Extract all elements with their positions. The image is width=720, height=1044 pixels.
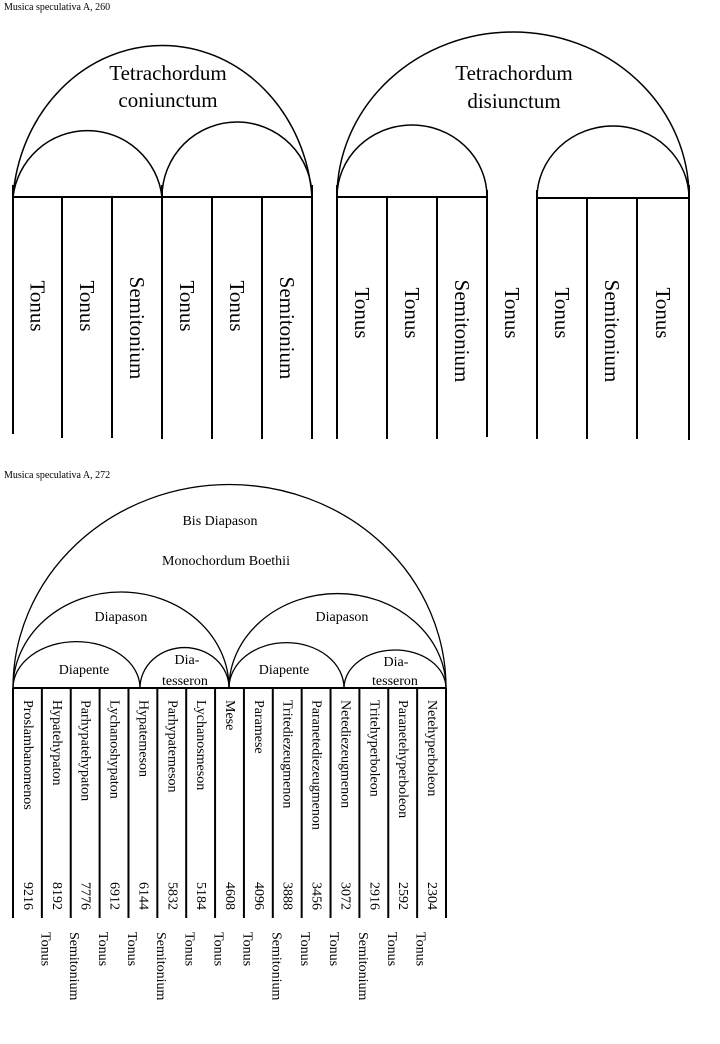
diapason-label-2: Diapason: [316, 610, 369, 625]
interval-label: Tonus: [95, 932, 110, 966]
interval-label: Tonus: [75, 280, 99, 331]
string-name: Tritediezeugmenon: [280, 700, 295, 808]
interval-label: Semitonium: [125, 277, 149, 380]
big-arc: [12, 44, 313, 198]
string-name: Paranetediezeugmenon: [309, 700, 324, 830]
string-ratio: 2916: [366, 882, 381, 910]
diapente-arc-2: [228, 642, 345, 689]
diatesseron-arc-2: [343, 649, 447, 689]
string-name: Lychanosmeson: [193, 700, 208, 790]
coniunctum-interval-labels: Tonus Tonus Semitonium Tonus Tonus Semitonium: [26, 277, 300, 380]
string-name: Paramese: [251, 700, 266, 754]
string-name: Parhypatehypaton: [78, 700, 93, 801]
disiunctum-interval-labels: Tonus Tonus Semitonium Tonus Tonus Semitonium…: [350, 280, 675, 383]
string-ratio: 3456: [309, 882, 324, 910]
figure1-caption: Musica speculativa A, 260: [4, 2, 111, 13]
string-ratio: 2592: [395, 882, 410, 910]
interval-label: Tonus: [413, 932, 428, 966]
interval-label: Tonus: [26, 280, 50, 331]
big-arc: [336, 31, 690, 198]
interval-label: Tonus: [211, 932, 226, 966]
interval-label: Semitonium: [355, 932, 370, 1001]
string-ratio: 9216: [20, 882, 35, 910]
interval-label: Tonus: [175, 280, 199, 331]
coniunctum-title-line1: Tetrachordum: [109, 61, 226, 85]
string-name: Netediezeugmenon: [337, 700, 352, 808]
diapente-arc-1: [12, 641, 141, 689]
bis-diapason-arc: [12, 483, 447, 689]
string-name: Mese: [222, 700, 237, 730]
disiunctum-title-line2: disiunctum: [467, 89, 560, 113]
diapente-label-1: Diapente: [59, 663, 110, 678]
interval-label: Tonus: [500, 287, 524, 338]
interval-label: Tonus: [124, 932, 139, 966]
small-arc-1: [336, 124, 488, 198]
disiunctum-title-line1: Tetrachordum: [455, 61, 572, 85]
coniunctum-title-line2: coniunctum: [118, 88, 217, 112]
string-ratio: 3888: [280, 882, 295, 910]
diapason-arc-2: [228, 592, 447, 689]
string-name: Hypatehypaton: [49, 700, 64, 786]
small-arc-2: [536, 125, 690, 199]
diapason-label-1: Diapason: [95, 610, 148, 625]
interval-label: Tonus: [350, 287, 374, 338]
tetrachordum-coniunctum: [12, 44, 313, 439]
string-name: Netehyperboleon: [424, 700, 439, 796]
string-ratio: 5184: [193, 882, 208, 910]
interval-label: Tonus: [384, 932, 399, 966]
diatesseron-label-2a: Dia-: [384, 655, 409, 670]
string-name: Tritehyperboleon: [366, 700, 381, 797]
interval-label: Tonus: [297, 932, 312, 966]
monochord-strings: Proslambanomenos 9216 Hypatehypaton 8192 Par…: [12, 688, 447, 918]
string-name: Paranetehyperboleon: [395, 700, 410, 818]
diatesseron-label-2b: tesseron: [372, 674, 418, 689]
interval-label: Semitonium: [268, 932, 283, 1001]
string-name: Parhypatemeson: [164, 700, 179, 793]
string-name: Proslambanomenos: [20, 700, 35, 810]
monochord-interval-labels: Tonus Semitonium Tonus Tonus Semitonium Tonus…: [37, 932, 427, 1001]
small-arc-1: [12, 129, 163, 198]
interval-label: Semitonium: [450, 280, 474, 383]
string-name: Lychanoshypaton: [107, 700, 122, 799]
small-arc-2: [161, 121, 313, 198]
tetrachordum-disiunctum: [336, 31, 690, 440]
string-ratio: 5832: [164, 882, 179, 910]
diatesseron-arc-1: [139, 646, 230, 689]
interval-label: Semitonium: [66, 932, 81, 1001]
string-ratio: 2304: [424, 882, 439, 910]
string-ratio: 4608: [222, 882, 237, 910]
diapason-arc-1: [12, 591, 230, 689]
interval-label: Tonus: [651, 287, 675, 338]
monochordum-title: Monochordum Boethii: [162, 554, 290, 569]
interval-label: Semitonium: [600, 280, 624, 383]
string-ratio: 4096: [251, 882, 266, 910]
string-ratio: 3072: [337, 882, 352, 910]
string-ratio: 7776: [78, 882, 93, 910]
diapente-label-2: Diapente: [259, 663, 310, 678]
interval-label: Tonus: [239, 932, 254, 966]
diatesseron-label-1b: tesseron: [162, 674, 208, 689]
diatesseron-label-1a: Dia-: [175, 653, 200, 668]
string-ratio: 6912: [107, 882, 122, 910]
string-ratio: 8192: [49, 882, 64, 910]
interval-label: Semitonium: [153, 932, 168, 1001]
figure2-caption: Musica speculativa A, 272: [4, 470, 111, 481]
monochordum-arcs: [12, 483, 447, 689]
bis-diapason-label: Bis Diapason: [182, 514, 257, 529]
interval-label: Tonus: [326, 932, 341, 966]
interval-label: Tonus: [550, 287, 574, 338]
interval-label: Tonus: [37, 932, 52, 966]
interval-label: Tonus: [225, 280, 249, 331]
interval-label: Tonus: [182, 932, 197, 966]
interval-label: Tonus: [400, 287, 424, 338]
string-ratio: 6144: [135, 882, 150, 910]
string-name: Hypatemeson: [135, 700, 150, 777]
interval-label: Semitonium: [275, 277, 299, 380]
